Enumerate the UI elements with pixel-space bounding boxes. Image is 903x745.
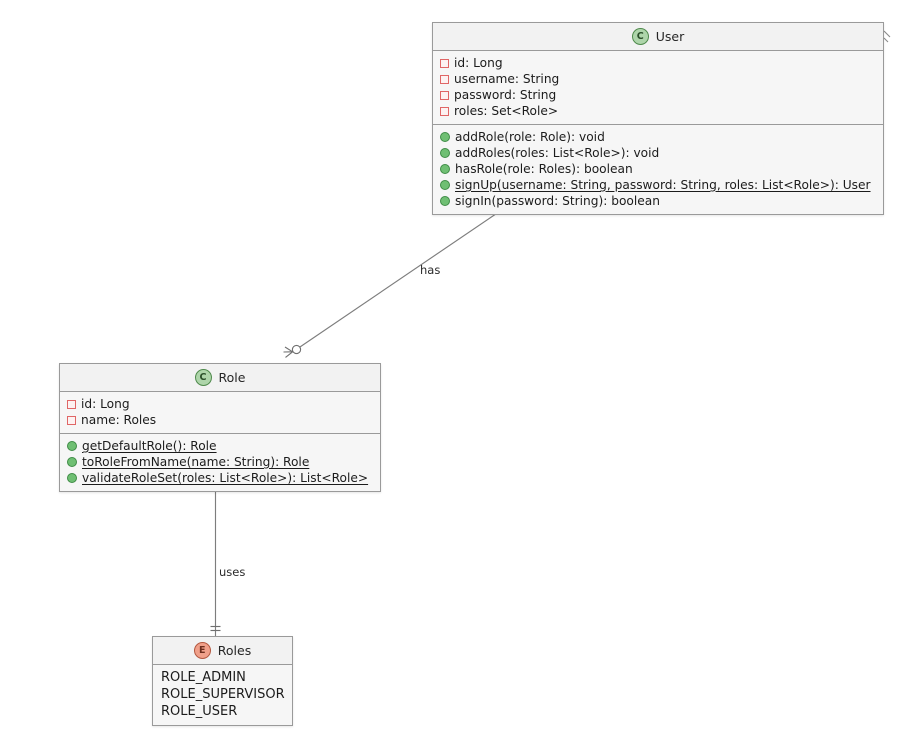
class-name-role: Role xyxy=(218,370,246,385)
attribute-text: id: Long xyxy=(81,397,130,411)
class-box-user[interactable]: C User id: Long username: String passwor… xyxy=(432,22,884,215)
private-visibility-icon xyxy=(440,74,449,84)
class-methods-role: getDefaultRole(): Role toRoleFromName(na… xyxy=(60,433,380,491)
class-name-user: User xyxy=(655,29,685,44)
attribute-text: roles: Set<Role> xyxy=(454,104,559,118)
method-text: addRoles(roles: List<Role>): void xyxy=(455,146,660,160)
private-visibility-icon xyxy=(440,106,449,116)
enum-constant-row: ROLE_USER xyxy=(161,704,238,719)
enum-constants-roles: ROLE_ADMIN ROLE_SUPERVISOR ROLE_USER xyxy=(153,665,292,725)
has-source-crowsfoot xyxy=(283,346,293,358)
method-row-static: toRoleFromName(name: String): Role xyxy=(60,454,380,470)
public-visibility-icon xyxy=(67,473,77,483)
relationship-has[interactable] xyxy=(283,194,520,358)
uses-target-one-marker xyxy=(210,625,221,632)
public-visibility-icon xyxy=(440,132,450,142)
attribute-text: password: String xyxy=(454,88,557,102)
public-visibility-icon xyxy=(440,180,450,190)
public-visibility-icon xyxy=(67,457,77,467)
method-row: addRole(role: Role): void xyxy=(433,129,883,145)
public-visibility-icon xyxy=(440,196,450,206)
method-row-static: validateRoleSet(roles: List<Role>): List… xyxy=(60,470,380,486)
attribute-row: roles: Set<Role> xyxy=(433,103,883,119)
attribute-text: username: String xyxy=(454,72,560,86)
method-text: signUp(username: String, password: Strin… xyxy=(455,178,871,192)
method-text: getDefaultRole(): Role xyxy=(82,439,217,453)
class-attributes-role: id: Long name: Roles xyxy=(60,392,380,433)
method-row: hasRole(role: Roles): boolean xyxy=(433,161,883,177)
public-visibility-icon xyxy=(440,164,450,174)
enum-constant-row: ROLE_SUPERVISOR xyxy=(161,687,285,702)
relationship-has-line xyxy=(296,202,513,350)
enum-name-roles: Roles xyxy=(217,643,252,658)
attribute-row: name: Roles xyxy=(60,412,380,428)
class-badge-icon: C xyxy=(631,28,649,45)
class-header-user: C User xyxy=(433,23,883,51)
method-text: hasRole(role: Roles): boolean xyxy=(455,162,633,176)
relationship-has-label: has xyxy=(420,263,441,277)
attribute-row: username: String xyxy=(433,71,883,87)
method-row: addRoles(roles: List<Role>): void xyxy=(433,145,883,161)
public-visibility-icon xyxy=(440,148,450,158)
attribute-text: name: Roles xyxy=(81,413,157,427)
public-visibility-icon xyxy=(67,441,77,451)
class-methods-user: addRole(role: Role): void addRoles(roles… xyxy=(433,124,883,214)
private-visibility-icon xyxy=(67,415,76,425)
private-visibility-icon xyxy=(440,58,449,68)
enum-constant-row: ROLE_ADMIN xyxy=(161,670,246,685)
class-box-role[interactable]: C Role id: Long name: Roles getDefaultRo… xyxy=(59,363,381,492)
method-text: toRoleFromName(name: String): Role xyxy=(82,455,310,469)
method-text: addRole(role: Role): void xyxy=(455,130,605,144)
class-badge-icon: C xyxy=(194,369,212,386)
method-row-static: getDefaultRole(): Role xyxy=(60,438,380,454)
method-row-static: signUp(username: String, password: Strin… xyxy=(433,177,883,193)
enum-badge-icon: E xyxy=(193,642,211,659)
attribute-row: password: String xyxy=(433,87,883,103)
attribute-text: id: Long xyxy=(454,56,503,70)
enum-box-roles[interactable]: E Roles ROLE_ADMIN ROLE_SUPERVISOR ROLE_… xyxy=(152,636,293,726)
has-source-zero-circle xyxy=(291,344,302,355)
enum-header-roles: E Roles xyxy=(153,637,292,665)
class-attributes-user: id: Long username: String password: Stri… xyxy=(433,51,883,124)
relationship-uses-label: uses xyxy=(219,565,246,579)
method-text: validateRoleSet(roles: List<Role>): List… xyxy=(82,471,369,485)
resize-handle-icon[interactable] xyxy=(883,30,891,43)
relationship-uses[interactable] xyxy=(210,482,221,636)
class-header-role: C Role xyxy=(60,364,380,392)
attribute-row: id: Long xyxy=(60,396,380,412)
method-row: signIn(password: String): boolean xyxy=(433,193,883,209)
attribute-row: id: Long xyxy=(433,55,883,71)
private-visibility-icon xyxy=(440,90,449,100)
private-visibility-icon xyxy=(67,399,76,409)
method-text: signIn(password: String): boolean xyxy=(455,194,660,208)
